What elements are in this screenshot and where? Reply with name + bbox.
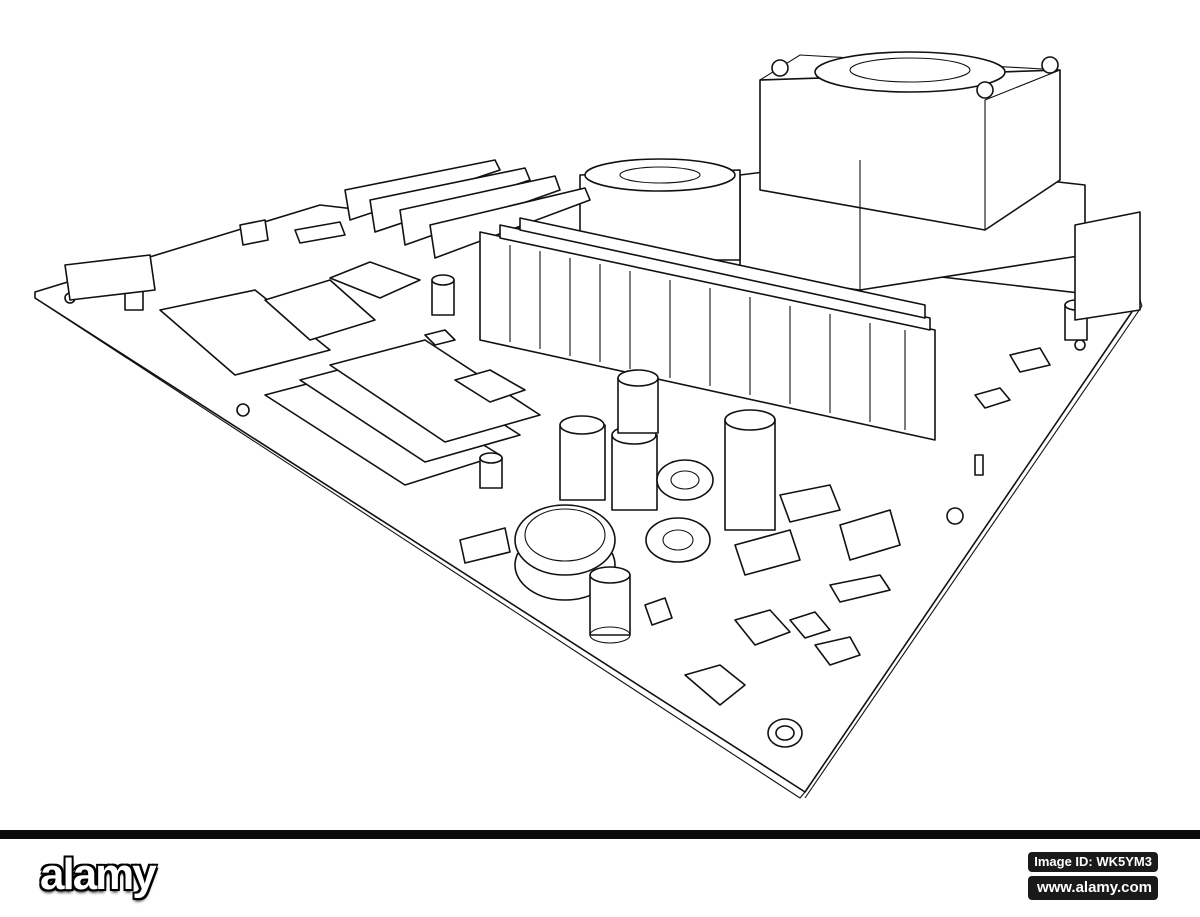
cpu-cooler: [739, 51, 1086, 291]
footer-bar: [0, 830, 1200, 839]
chipset-heatsink: [579, 158, 741, 261]
image-id-label: Image ID: WK5YM3: [1028, 852, 1158, 872]
chips: [264, 221, 526, 403]
cmos-battery: [514, 504, 616, 601]
watermark-url: www.alamy.com: [1028, 876, 1158, 900]
motherboard-illustration: [34, 51, 1143, 799]
small-components: [459, 347, 1051, 706]
motherboard-drawing: [34, 51, 1143, 799]
footer: [0, 839, 1200, 917]
ram-modules: [479, 217, 936, 441]
back-headers: [64, 211, 1141, 321]
watermark-info: Image ID: WK5YM3 www.alamy.com: [1028, 852, 1158, 900]
inductors: [645, 459, 714, 563]
ide-connectors: [159, 289, 541, 486]
alamy-logo: alamy: [40, 850, 157, 899]
expansion-slots: [344, 159, 591, 259]
